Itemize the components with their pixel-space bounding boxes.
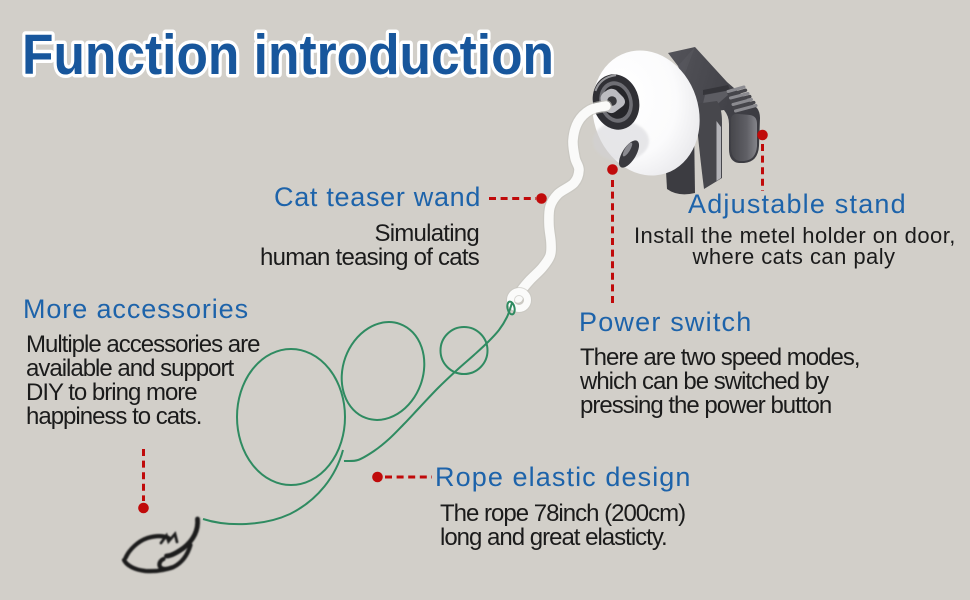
- svg-text:Function introduction: Function introduction: [22, 23, 554, 87]
